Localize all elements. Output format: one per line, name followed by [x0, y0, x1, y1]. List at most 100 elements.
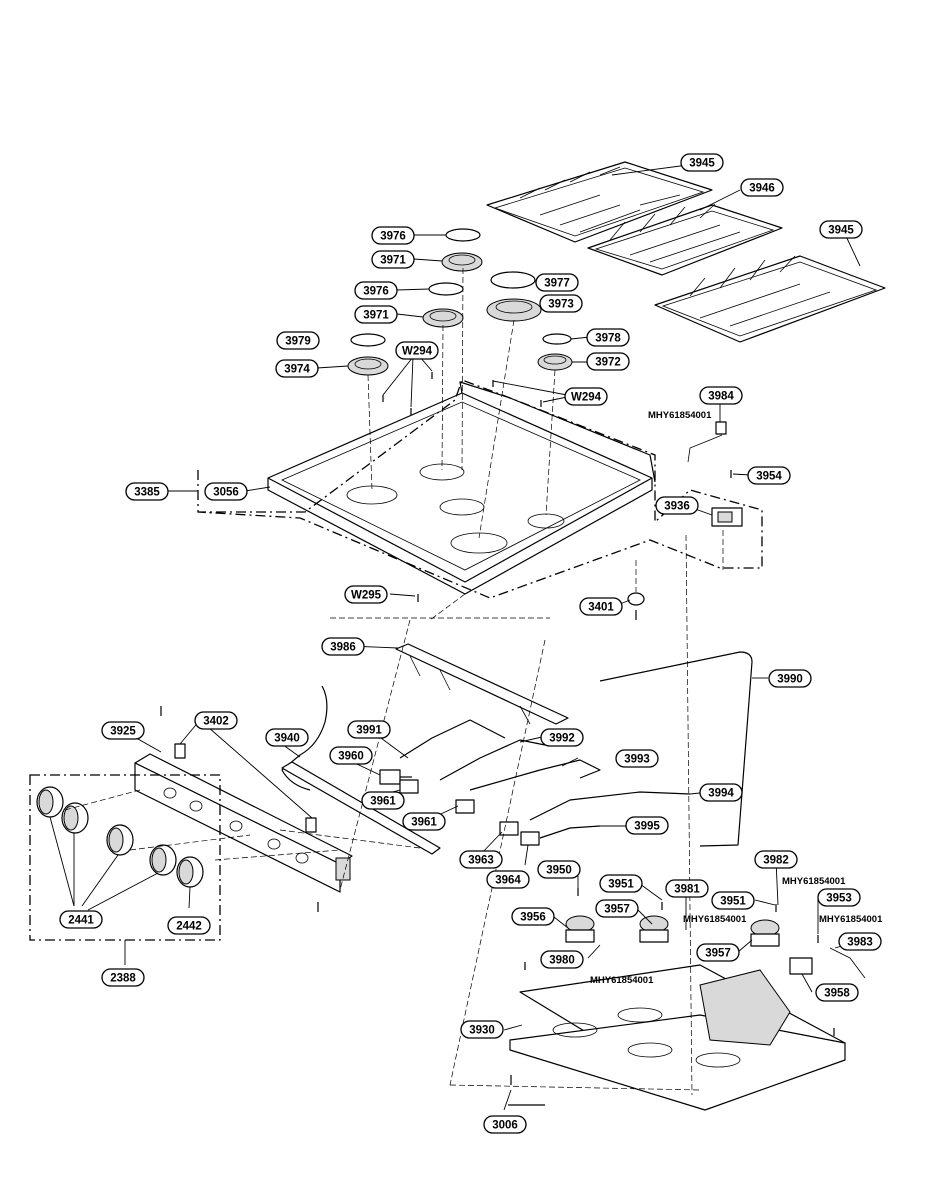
svg-text:3978: 3978 [595, 333, 621, 345]
burner-head-3971-b [422, 308, 464, 328]
callout-3971-a: 3971 [371, 250, 415, 269]
valve-3960 [379, 769, 412, 785]
burner-cap-3976-a [445, 228, 481, 242]
svg-text:3940: 3940 [274, 733, 300, 745]
burner-head-3974 [347, 356, 389, 376]
wire-harness-3940 [281, 685, 328, 791]
gas-tube-3991 [399, 719, 506, 759]
valve-3961-a [399, 779, 419, 794]
callout-3958: 3958 [815, 983, 859, 1002]
gas-tube-3995 [539, 825, 601, 839]
callout-3995: 3995 [625, 816, 669, 835]
callout-3974: 3974 [275, 359, 319, 378]
burner-base-3956 [565, 915, 595, 943]
svg-text:W294: W294 [571, 392, 602, 404]
knob-2441-d [149, 844, 177, 876]
svg-text:2388: 2388 [110, 973, 136, 985]
gas-tube-3992 [439, 739, 546, 781]
svg-text:3982: 3982 [763, 855, 789, 867]
callout-3930: 3930 [460, 1020, 504, 1039]
callout-3956: 3956 [511, 907, 555, 926]
burner-base-3958 [789, 957, 813, 975]
callout-3950: 3950 [537, 860, 581, 879]
svg-text:3946: 3946 [749, 183, 775, 195]
svg-text:3960: 3960 [338, 751, 364, 763]
callout-3961-b: 3961 [402, 812, 446, 831]
svg-text:3993: 3993 [624, 754, 650, 766]
callout-3945-b: 3945 [819, 220, 863, 239]
callout-3006: 3006 [483, 1115, 527, 1134]
svg-text:3401: 3401 [588, 602, 614, 614]
callout-2441: 2441 [59, 910, 103, 929]
callout-3992: 3992 [540, 728, 584, 747]
callout-3986: 3986 [321, 637, 365, 656]
svg-text:3961: 3961 [411, 817, 437, 829]
burner-cap-3979 [350, 333, 386, 347]
svg-text:3972: 3972 [595, 357, 621, 369]
grate-right [654, 255, 886, 343]
svg-text:3964: 3964 [495, 875, 521, 887]
svg-text:3976: 3976 [363, 286, 389, 298]
callout-3991: 3991 [347, 720, 391, 739]
wire-3984 [687, 434, 723, 463]
burner-head-3972 [537, 353, 573, 371]
part-code-mhy-a: MHY61854001 [648, 410, 712, 421]
callout-3056: 3056 [204, 482, 248, 501]
callout-3402: 3402 [194, 711, 238, 730]
callout-3978: 3978 [586, 328, 630, 347]
valve-3964 [520, 831, 540, 846]
burner-head-3973 [486, 298, 542, 322]
svg-text:3385: 3385 [134, 487, 160, 499]
callout-3951-a: 3951 [599, 874, 643, 893]
callout-3954: 3954 [747, 466, 791, 485]
svg-text:3979: 3979 [285, 336, 311, 348]
callout-3945-a: 3945 [680, 153, 724, 172]
gas-tube-3994 [529, 791, 691, 821]
svg-text:3936: 3936 [664, 501, 690, 513]
svg-text:2442: 2442 [176, 921, 202, 933]
svg-text:3951: 3951 [720, 896, 746, 908]
svg-text:3950: 3950 [546, 865, 572, 877]
svg-text:3954: 3954 [756, 471, 782, 483]
svg-text:2441: 2441 [68, 915, 94, 927]
grommet-3401 [627, 592, 645, 606]
clip-3402-b [305, 817, 317, 833]
callout-3977: 3977 [535, 273, 579, 292]
knob-2441-a [36, 786, 64, 818]
callout-3401: 3401 [579, 597, 623, 616]
callout-3984: 3984 [699, 386, 743, 405]
callout-3960: 3960 [329, 746, 373, 765]
callout-3385: 3385 [125, 482, 169, 501]
callout-2388: 2388 [101, 968, 145, 987]
svg-text:3945: 3945 [689, 158, 715, 170]
svg-text:W294: W294 [402, 346, 433, 358]
svg-text:3056: 3056 [213, 487, 239, 499]
wire-3983 [829, 947, 866, 979]
svg-text:3973: 3973 [548, 299, 574, 311]
burner-cap-3978 [542, 333, 572, 345]
callout-3925: 3925 [101, 721, 145, 740]
callout-3940: 3940 [265, 728, 309, 747]
callout-3980: 3980 [540, 950, 584, 969]
svg-text:3983: 3983 [847, 937, 873, 949]
grate-left [486, 161, 713, 243]
callout-3972: 3972 [586, 352, 630, 371]
bracket-3984 [715, 421, 727, 435]
callout-2442: 2442 [167, 916, 211, 935]
control-panel-3925 [134, 753, 353, 893]
svg-text:3930: 3930 [469, 1025, 495, 1037]
callout-3976-a: 3976 [371, 226, 415, 245]
valve-3961-b [455, 799, 475, 814]
part-code-mhy-c: MHY61854001 [683, 914, 747, 925]
svg-text:3957: 3957 [705, 948, 731, 960]
svg-text:3006: 3006 [492, 1120, 518, 1132]
callout-3946: 3946 [740, 178, 784, 197]
svg-text:3951: 3951 [608, 879, 634, 891]
svg-text:3976: 3976 [380, 231, 406, 243]
burner-head-3971-a [441, 252, 483, 272]
callout-3973: 3973 [539, 294, 583, 313]
callout-3957-a: 3957 [595, 899, 639, 918]
svg-text:W295: W295 [351, 590, 382, 602]
grate-center [587, 203, 783, 276]
